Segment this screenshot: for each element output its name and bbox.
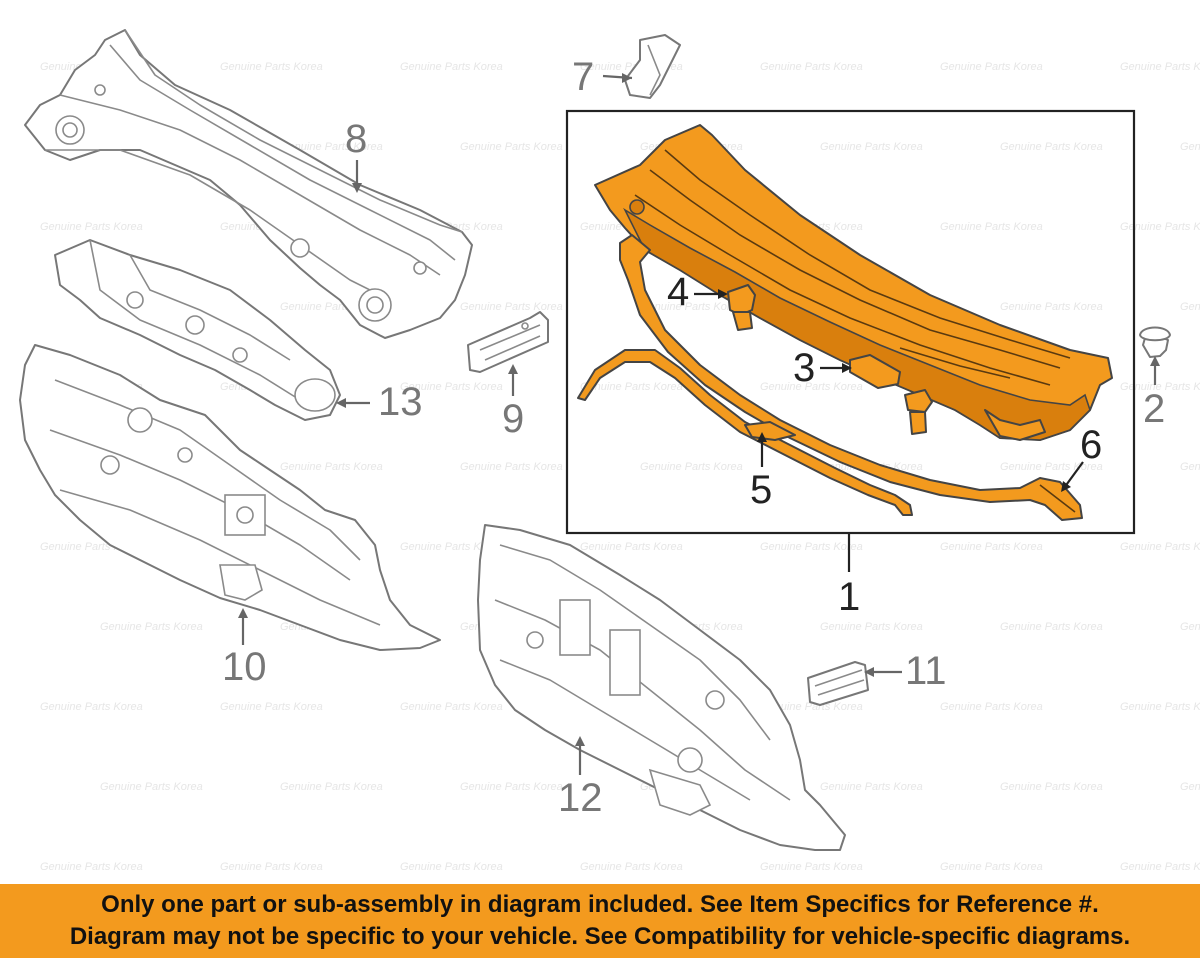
- watermark-text: Genuine Parts Korea: [460, 301, 563, 313]
- watermark-text: Genuine Parts Korea: [400, 541, 503, 553]
- watermark-text: Genuine Parts Korea: [760, 381, 863, 393]
- part-10-dash-insulator: [19, 344, 441, 651]
- watermark-text: Genuine Parts Korea: [580, 861, 683, 873]
- disclaimer-banner: Only one part or sub-assembly in diagram…: [0, 884, 1200, 958]
- watermark-text: Genuine Parts Korea: [1180, 461, 1200, 473]
- watermark-text: Genuine Parts Korea: [1120, 701, 1200, 713]
- watermark-text: Genuine Parts Korea: [820, 141, 923, 153]
- watermark-text: Genuine Parts Korea: [280, 141, 383, 153]
- watermark-text: Genuine Parts Korea: [640, 301, 743, 313]
- part-8-cowl-panel: [24, 29, 473, 339]
- watermark-text: Genuine Parts Korea: [940, 701, 1043, 713]
- callout-numbers: 7 8 13 9 10 12 11 2 1 4 3 5 6: [222, 55, 1165, 820]
- callout-2: 2: [1143, 387, 1165, 431]
- watermark-text: Genuine Parts Korea: [460, 781, 563, 793]
- watermark-text: Genuine Parts Korea: [760, 701, 863, 713]
- watermark-text: Genuine Parts Korea: [760, 861, 863, 873]
- part-2-clip: [1139, 326, 1171, 358]
- watermark-text: Genuine Parts Korea: [460, 141, 563, 153]
- watermark-text: Genuine Parts Korea: [1000, 621, 1103, 633]
- part-7-bracket: [624, 34, 681, 99]
- watermark-text: Genuine Parts Korea: [40, 701, 143, 713]
- watermark-text: Genuine Parts Korea: [220, 861, 323, 873]
- callout-3: 3: [793, 346, 815, 390]
- watermark-text: Genuine Parts Korea: [1120, 861, 1200, 873]
- watermark-text: Genuine Parts Korea: [1000, 781, 1103, 793]
- watermark-text: Genuine Parts Korea: [1180, 781, 1200, 793]
- watermark-text: Genuine Parts Korea: [760, 541, 863, 553]
- watermark-text: Genuine Parts Korea: [580, 381, 683, 393]
- watermark-text: Genuine Parts Korea: [460, 461, 563, 473]
- leader-lines: [238, 73, 1160, 775]
- part-13-reinforcement: [54, 239, 341, 421]
- part-3-pad: [849, 354, 901, 389]
- watermark-text: Genuine Parts Korea: [40, 861, 143, 873]
- watermark-text: Genuine Parts Korea: [400, 861, 503, 873]
- callout-7: 7: [572, 55, 594, 99]
- part-9-bracket: [467, 311, 549, 373]
- part-cowl-clip: [904, 389, 933, 435]
- watermark-text: Genuine Parts Korea: [220, 61, 323, 73]
- watermark-text: Genuine Parts Korea: [820, 781, 923, 793]
- watermark-text: Genuine Parts Korea: [580, 541, 683, 553]
- watermark-text: Genuine Parts Korea: [280, 781, 383, 793]
- watermark-text: Genuine Parts Korea: [400, 701, 503, 713]
- assembly-1-box: [565, 109, 1136, 535]
- callout-10: 10: [222, 645, 267, 689]
- part-4-clip: [727, 284, 756, 331]
- watermark-text: Genuine Parts Korea: [220, 701, 323, 713]
- watermark-text: Genuine Parts Korea: [1120, 221, 1200, 233]
- watermark-text: Genuine Parts Korea: [280, 461, 383, 473]
- watermark-text: Genuine Parts Korea: [1000, 141, 1103, 153]
- watermark-text: Genuine Parts Korea: [100, 781, 203, 793]
- part-11-pad: [807, 661, 869, 706]
- disclaimer-line-1: Only one part or sub-assembly in diagram…: [101, 891, 1099, 918]
- watermark-text: Genuine Parts Korea: [1120, 541, 1200, 553]
- callout-12: 12: [558, 776, 603, 820]
- callout-4: 4: [667, 270, 689, 314]
- watermark-text: Genuine Parts Korea: [1000, 301, 1103, 313]
- callout-6: 6: [1080, 423, 1102, 467]
- watermark-text: Genuine Parts Korea: [400, 61, 503, 73]
- part-5-weatherstrip: [577, 349, 913, 516]
- watermark-text: Genuine Parts Korea: [400, 381, 503, 393]
- watermark-text: Genuine Parts Korea: [940, 61, 1043, 73]
- watermark-text: Genuine Parts Korea: [820, 621, 923, 633]
- watermark-text: Genuine Parts Korea: [1180, 141, 1200, 153]
- watermark-text: Genuine Parts Korea: [1120, 61, 1200, 73]
- callout-8: 8: [345, 117, 367, 161]
- part-1-cowl-top-cover: [594, 124, 1113, 441]
- part-12-dash-panel: [477, 524, 846, 851]
- watermark-text: Genuine Parts Korea: [940, 541, 1043, 553]
- watermark-text: Genuine Parts Korea: [1120, 381, 1200, 393]
- watermark-text: Genuine Parts Korea: [1180, 621, 1200, 633]
- callout-5: 5: [750, 468, 772, 512]
- watermark-text: Genuine Parts Korea: [940, 861, 1043, 873]
- watermark-text: Genuine Parts Korea: [640, 461, 743, 473]
- watermark-text: Genuine Parts Korea: [760, 61, 863, 73]
- watermark-text: Genuine Parts Korea: [100, 621, 203, 633]
- watermark-text: Genuine Parts Korea: [1180, 301, 1200, 313]
- callout-11: 11: [905, 649, 947, 693]
- callout-13: 13: [378, 380, 423, 424]
- watermark-text: Genuine Parts Korea: [40, 221, 143, 233]
- disclaimer-line-2: Diagram may not be specific to your vehi…: [69, 923, 1131, 950]
- callout-9: 9: [502, 397, 524, 441]
- part-6-weatherstrip: [619, 234, 1083, 521]
- callout-1: 1: [838, 575, 860, 619]
- watermark-text: Genuine Parts Korea: [940, 221, 1043, 233]
